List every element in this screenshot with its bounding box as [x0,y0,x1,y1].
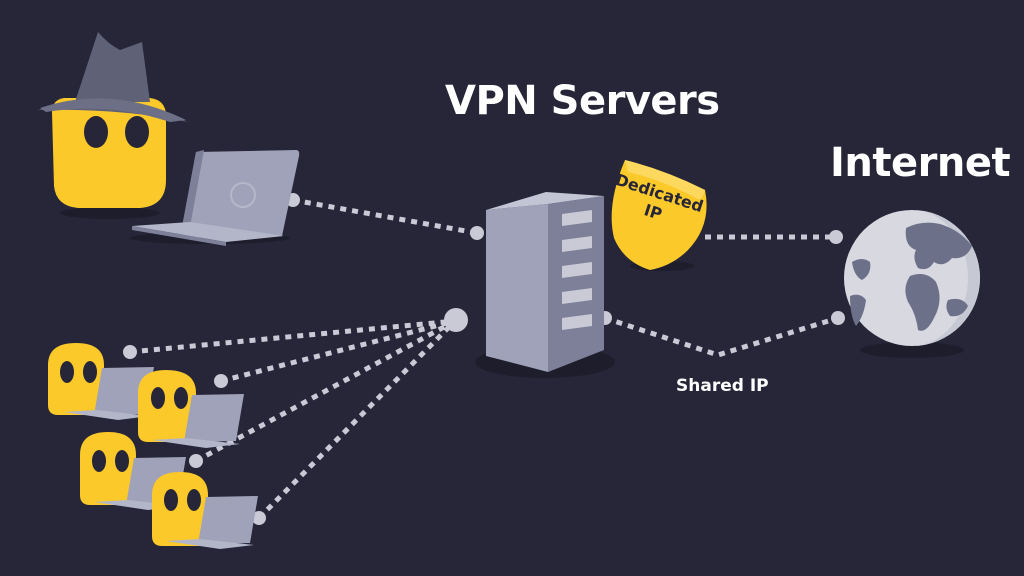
connector-dot [123,345,137,359]
drive-bay [562,210,592,226]
connection-user-1-to-hub [129,318,456,355]
vpn-servers-title: VPN Servers [445,78,720,124]
connector-hub-dot [444,308,468,332]
drive-bay [562,288,592,304]
shadow [860,342,964,358]
eye [92,450,106,472]
connector-dot [252,511,266,525]
connector-dot [189,454,203,468]
laptop-base-front [132,226,226,246]
laptop-screen [184,394,244,442]
eye [84,116,108,148]
laptop-logo [230,182,256,208]
connections [129,197,839,520]
user-group [48,343,258,549]
shield-highlight [625,160,705,200]
main-user [38,32,300,246]
laptop-base [152,438,240,448]
continent [946,298,968,317]
hat-crown [75,32,150,102]
connection-user-3-to-hub [194,318,457,464]
user-4 [152,472,258,549]
connection-main-user-to-server [292,197,478,236]
eye [174,387,188,409]
eye [60,361,74,383]
connector-dot [831,311,845,325]
globe-continents [850,222,972,331]
server-top-face [486,192,604,210]
laptop-base [166,539,254,549]
ghost-body [80,432,136,505]
drive-bay [562,314,592,330]
user-1 [48,343,154,420]
shared-ip-label: Shared IP [676,376,769,396]
continent [905,222,972,270]
laptop-screen-edge [180,150,204,238]
eye [151,387,165,409]
connector-dot [214,374,228,388]
server-drive-bays [562,210,592,330]
continent [850,294,866,326]
laptop-screen [180,150,300,238]
internet-globe [844,210,980,358]
connector-dots [123,193,845,525]
hat-brim-top [40,98,186,122]
drive-bay [562,236,592,252]
internet-title: Internet [830,140,1011,186]
laptop-base [64,410,150,420]
ghost-body [48,343,104,415]
laptop-base [132,222,284,242]
server-left-face [486,204,548,372]
eye [125,116,149,148]
dedicated-ip-shield [611,160,707,271]
continent [852,259,871,280]
eye [164,489,178,511]
user-2 [138,370,244,448]
eye [115,450,129,472]
vpn-server [475,192,615,378]
laptop-screen [198,496,258,544]
eye [83,361,97,383]
connection-user-4-to-hub [257,319,457,520]
connector-dot [470,226,484,240]
connection-server-to-internet-shared [604,315,839,358]
shadow [60,207,160,219]
continent [905,274,940,331]
connector-dot [829,230,843,244]
connection-user-2-to-hub [220,318,456,384]
eye [187,489,201,511]
drive-bay [562,262,592,278]
